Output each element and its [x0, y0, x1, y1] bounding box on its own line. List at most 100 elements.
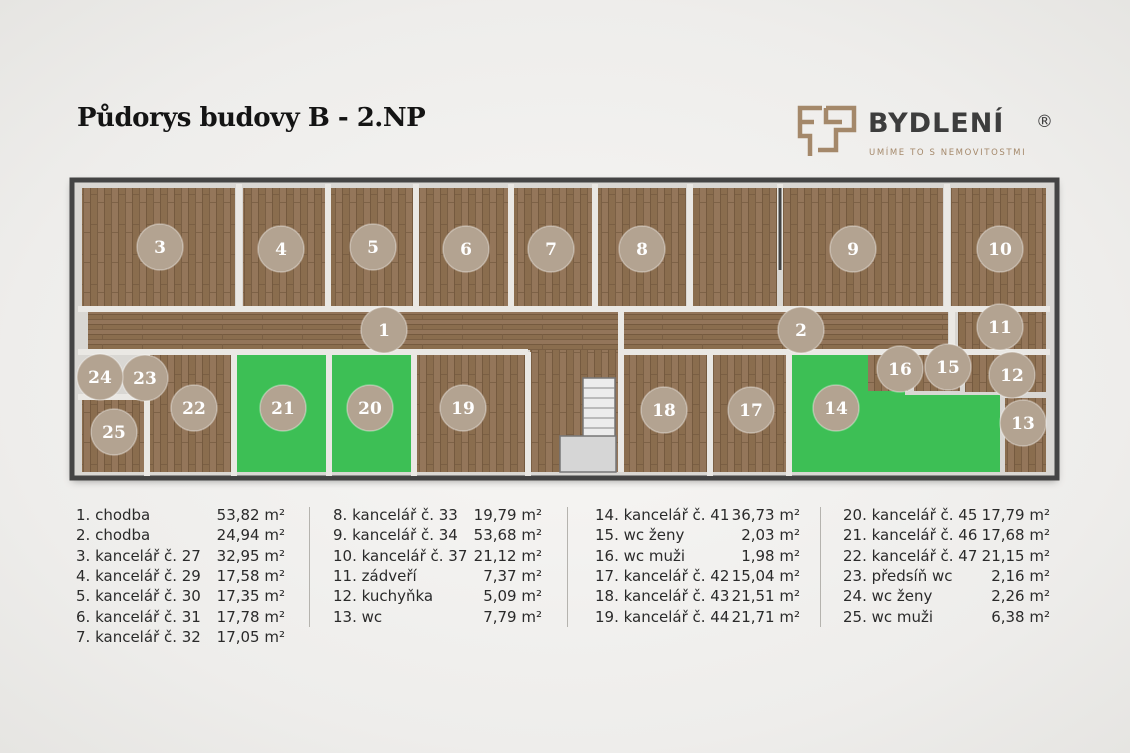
room-number: 8 [636, 240, 648, 260]
legend-label: 22. kancelář č. 47 [843, 546, 978, 565]
room-badge-circle [442, 225, 490, 273]
brand-tagline: UMÍME TO S NEMOVITOSTMI [869, 148, 1027, 158]
bydleni-logo-icon [797, 105, 857, 156]
room-badge-6: 6 [442, 225, 490, 273]
legend-area: 24,94 m² [216, 526, 285, 545]
legend-divider [309, 507, 310, 627]
room-badge-18: 18 [640, 386, 688, 434]
legend-area: 1,98 m² [741, 546, 800, 565]
room-badge-24: 24 [76, 353, 124, 401]
room-badge-11: 11 [976, 303, 1024, 351]
room-number: 3 [154, 238, 166, 258]
legend-label: 12. kuchyňka [333, 587, 434, 606]
staircase [559, 377, 617, 473]
room-badge-circle [257, 225, 305, 273]
room-badge-5: 5 [349, 223, 397, 271]
legend-area: 21,15 m² [981, 546, 1050, 565]
room-number: 14 [824, 399, 848, 419]
legend-label: 7. kancelář č. 32 [76, 627, 201, 646]
brand-registered: ® [1036, 112, 1053, 132]
room-badge-15: 15 [924, 343, 972, 391]
room-badge-8: 8 [618, 225, 666, 273]
legend-label: 13. wc [333, 607, 383, 626]
room-number: 20 [358, 399, 382, 419]
legend-label: 2. chodba [76, 526, 151, 545]
legend-label: 20. kancelář č. 45 [843, 506, 978, 524]
legend-label: 6. kancelář č. 31 [76, 607, 201, 626]
legend-area: 2,03 m² [741, 526, 800, 545]
room-number: 9 [847, 240, 859, 260]
legend-area: 17,79 m² [981, 506, 1050, 524]
room-badge-circle [360, 306, 408, 354]
legend-area: 17,78 m² [216, 607, 285, 626]
brand-name: BYDLENÍ [868, 108, 1005, 139]
legend-label: 14. kancelář č. 41 [595, 506, 730, 524]
legend-area: 17,05 m² [216, 627, 285, 646]
room-badge-4: 4 [257, 225, 305, 273]
legend-area: 36,73 m² [731, 506, 800, 524]
room-badge-circle [439, 384, 487, 432]
legend-area: 17,58 m² [216, 566, 285, 585]
room-badge-circle [976, 225, 1024, 273]
legend-area: 5,09 m² [483, 587, 542, 606]
room-badge-16: 16 [876, 345, 924, 393]
room-badge-22: 22 [170, 384, 218, 432]
room-number: 15 [936, 358, 960, 378]
legend-label: 21. kancelář č. 46 [843, 526, 978, 545]
room-badge-12: 12 [988, 351, 1036, 399]
room-badge-13: 13 [999, 399, 1047, 447]
room-badge-circle [976, 303, 1024, 351]
legend-area: 21,12 m² [473, 546, 542, 565]
legend-label: 23. předsíň wc [843, 566, 953, 585]
room-number: 19 [451, 399, 475, 419]
legend-label: 3. kancelář č. 27 [76, 546, 201, 565]
page-title: Půdorys budovy B - 2.NP [77, 103, 426, 133]
legend-divider [820, 507, 821, 627]
room-number: 21 [271, 399, 295, 419]
legend-area: 21,71 m² [731, 607, 800, 626]
room-badge-23: 23 [121, 354, 169, 402]
room-badge-circle [999, 399, 1047, 447]
brand-logo: BYDLENÍ ® UMÍME TO S NEMOVITOSTMI [796, 104, 1056, 160]
legend-area: 2,26 m² [991, 587, 1050, 606]
legend-area: 53,82 m² [216, 506, 285, 524]
room-badge-circle [812, 384, 860, 432]
legend-label: 25. wc muži [843, 607, 934, 626]
legend-area: 32,95 m² [216, 546, 285, 565]
room-number: 13 [1011, 414, 1035, 434]
room-badge-circle [727, 386, 775, 434]
room-badge-9: 9 [829, 225, 877, 273]
room-badge-circle [988, 351, 1036, 399]
legend-area: 7,37 m² [483, 566, 542, 585]
legend-area: 19,79 m² [473, 506, 542, 524]
room-badge-circle [876, 345, 924, 393]
room-badge-21: 21 [259, 384, 307, 432]
legend-label: 16. wc muži [595, 546, 686, 565]
legend-label: 10. kancelář č. 37 [333, 546, 468, 565]
room-number: 6 [460, 240, 472, 260]
room-number: 2 [795, 321, 807, 341]
room-badge-1: 1 [360, 306, 408, 354]
room-badge-circle [829, 225, 877, 273]
legend-area: 17,68 m² [981, 526, 1050, 545]
legend-label: 18. kancelář č. 43 [595, 587, 730, 606]
legend-area: 21,51 m² [731, 587, 800, 606]
room-badge-circle [170, 384, 218, 432]
legend-label: 24. wc ženy [843, 587, 933, 606]
room-number: 17 [739, 401, 763, 421]
room-badge-circle [346, 384, 394, 432]
legend-label: 15. wc ženy [595, 526, 685, 545]
room-badge-circle [924, 343, 972, 391]
room-number: 23 [133, 369, 157, 389]
room-badge-10: 10 [976, 225, 1024, 273]
legend-label: 9. kancelář č. 34 [333, 526, 458, 545]
legend-label: 17. kancelář č. 42 [595, 566, 730, 585]
room-badge-20: 20 [346, 384, 394, 432]
room-number: 7 [545, 240, 557, 260]
room-badge-circle [618, 225, 666, 273]
room-number: 4 [275, 240, 287, 260]
room-badge-circle [76, 353, 124, 401]
room-badge-3: 3 [136, 223, 184, 271]
room-number: 16 [888, 360, 912, 380]
room-number: 18 [652, 401, 676, 421]
